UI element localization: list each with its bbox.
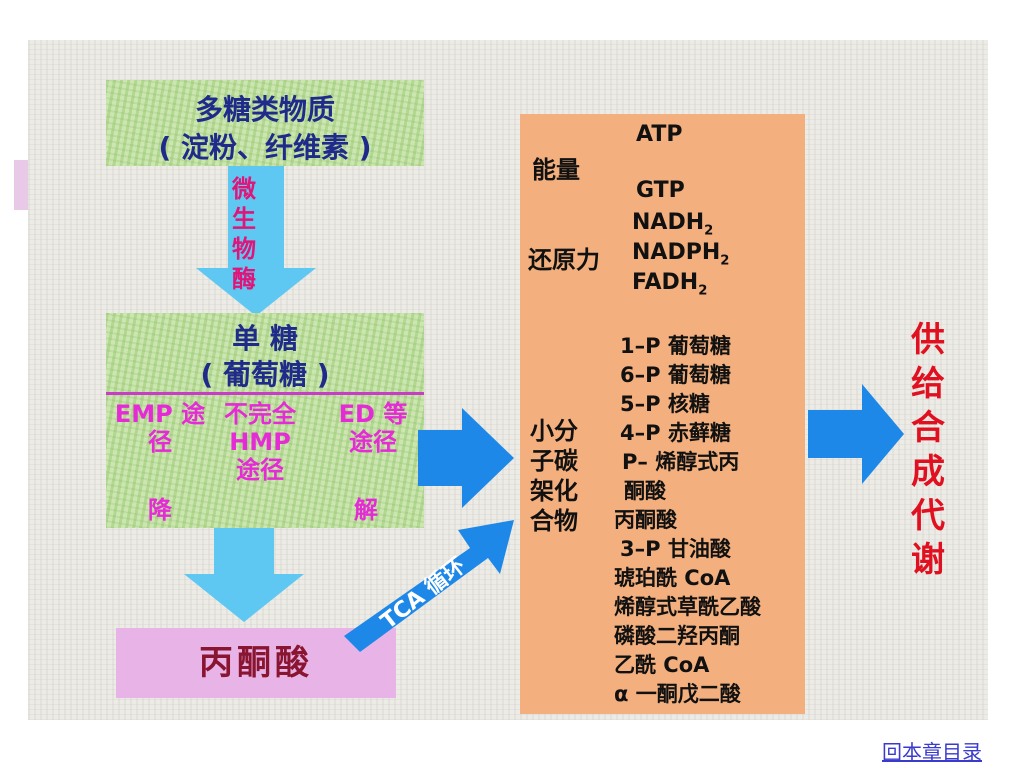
- hmp-line3: 途径: [236, 456, 284, 484]
- carbon-item: 3–P 甘油酸: [620, 537, 731, 561]
- carbon-item: 丙酮酸: [614, 508, 677, 532]
- polysaccharide-box: 多糖类物质 ( 淀粉、纤维素 ): [106, 80, 424, 166]
- right-arrow-to-anabolism: [808, 384, 904, 484]
- carbon-label-1: 小分: [530, 417, 578, 445]
- energy-item-atp: ATP: [636, 122, 683, 147]
- reducing-item-nadh: NADH2: [632, 210, 714, 239]
- carbon-item: 1–P 葡萄糖: [620, 334, 731, 358]
- reducing-item-nadph: NADPH2: [632, 240, 730, 269]
- down-arrow-1-head: [196, 268, 316, 316]
- degradation-char-1: 降: [148, 496, 172, 524]
- monosaccharide-glucose: ( 葡萄糖 ): [200, 358, 330, 391]
- carbon-item: α 一酮戊二酸: [614, 682, 741, 706]
- tca-arrow: [344, 520, 514, 652]
- energy-label: 能量: [532, 156, 580, 184]
- degradation-char-2: 解: [354, 496, 378, 524]
- polysaccharide-title: 多糖类物质: [194, 93, 335, 126]
- ed-pathway: ED 等 途径: [338, 400, 408, 456]
- down-arrow-2-shaft: [214, 528, 274, 576]
- carbon-item: 烯醇式草酰乙酸: [614, 595, 761, 619]
- carbon-item: 琥珀酰 CoA: [614, 566, 731, 590]
- pyruvate-box: 丙酮酸: [116, 628, 396, 698]
- reducing-item-fadh: FADH2: [632, 270, 708, 299]
- carbon-item: 4–P 赤藓糖: [620, 421, 731, 445]
- carbon-item: 6–P 葡萄糖: [620, 363, 731, 387]
- carbon-item: 5–P 核糖: [620, 392, 710, 416]
- carbon-label-2: 子碳: [530, 447, 578, 475]
- enzyme-label: 微生物酶: [232, 175, 256, 293]
- carbon-item: 乙酰 CoA: [614, 653, 710, 677]
- energy-item-gtp: GTP: [636, 178, 685, 203]
- monosaccharide-title: 单 糖: [232, 322, 298, 355]
- result-label: 供给合成代谢: [911, 320, 945, 580]
- carbon-item: P– 烯醇式丙: [622, 450, 740, 474]
- divider-line: [106, 392, 424, 395]
- carbon-item: 磷酸二羟丙酮: [614, 624, 740, 648]
- hmp-line1: 不完全: [224, 400, 296, 428]
- carbon-label-3: 架化: [530, 477, 578, 505]
- accent-bar: [14, 160, 28, 210]
- right-arrow-to-products: [418, 408, 514, 508]
- down-arrow-2-head: [184, 574, 304, 622]
- down-arrow-1-shaft: [228, 166, 284, 270]
- products-panel: [520, 114, 805, 714]
- polysaccharide-examples: ( 淀粉、纤维素 ): [158, 131, 372, 164]
- monosaccharide-box: 单 糖 ( 葡萄糖 ): [106, 313, 424, 528]
- reducing-label: 还原力: [528, 246, 600, 274]
- emp-pathway: EMP 途径: [114, 400, 206, 456]
- hmp-line2: HMP: [229, 428, 291, 456]
- carbon-label-4: 合物: [530, 507, 578, 535]
- back-to-chapter-link[interactable]: 回本章目录: [882, 740, 982, 764]
- carbon-item: 酮酸: [624, 479, 666, 503]
